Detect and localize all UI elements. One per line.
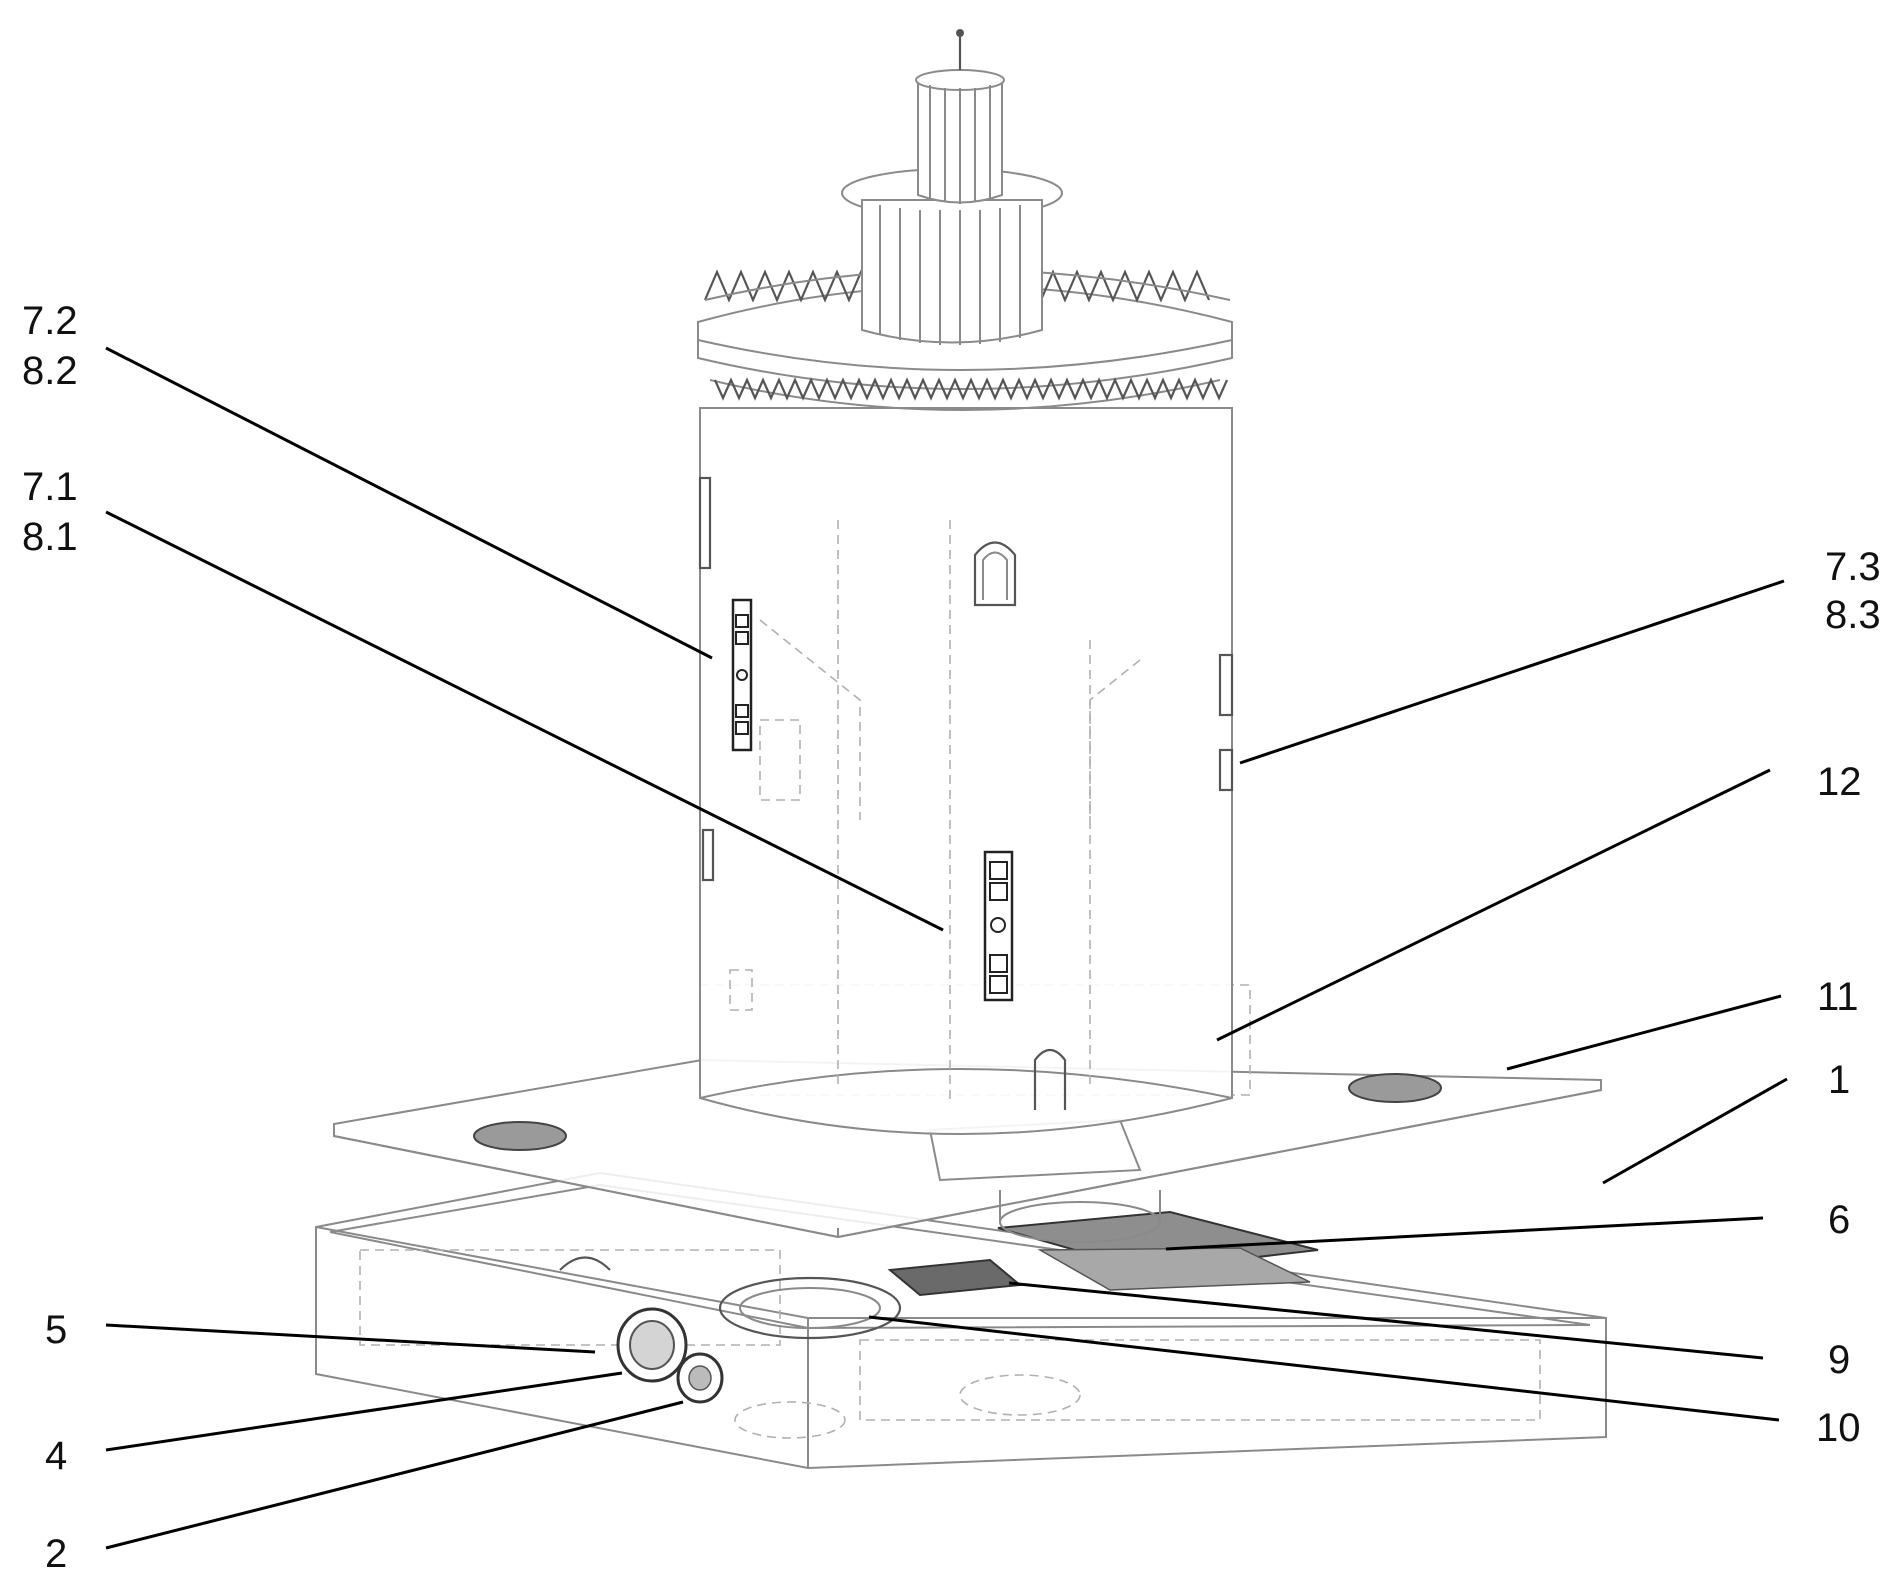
label-7-1: 7.1 — [22, 465, 78, 509]
label-4: 4 — [45, 1434, 67, 1478]
label-6: 6 — [1828, 1198, 1850, 1242]
led-strip-7-1 — [983, 850, 1014, 1002]
label-5: 5 — [45, 1308, 67, 1352]
label-12: 12 — [1817, 760, 1862, 804]
speaker — [718, 1276, 902, 1340]
tower-foot — [928, 1118, 1161, 1243]
tower-body — [699, 407, 1233, 1135]
circuit-board-6 — [997, 1210, 1319, 1291]
label-8-1: 8.1 — [22, 515, 78, 559]
leader-lines — [105, 346, 1788, 1550]
label-11: 11 — [1817, 975, 1859, 1019]
lantern — [841, 29, 1063, 345]
label-9: 9 — [1828, 1338, 1850, 1382]
label-2: 2 — [45, 1532, 67, 1576]
led-strip-7-2 — [731, 598, 753, 752]
label-8-3: 8.3 — [1825, 593, 1881, 637]
label-1: 1 — [1828, 1058, 1850, 1102]
label-10: 10 — [1816, 1406, 1861, 1450]
tower-windows — [698, 476, 1234, 1110]
label-8-2: 8.2 — [22, 349, 78, 393]
reference-labels: 7.2 8.2 7.1 8.1 7.3 8.3 12 11 1 6 9 10 5… — [22, 299, 1881, 1576]
front-connectors — [559, 1256, 724, 1404]
base-box — [315, 1171, 1607, 1470]
label-7-3: 7.3 — [1825, 545, 1881, 589]
label-7-2: 7.2 — [22, 299, 78, 343]
